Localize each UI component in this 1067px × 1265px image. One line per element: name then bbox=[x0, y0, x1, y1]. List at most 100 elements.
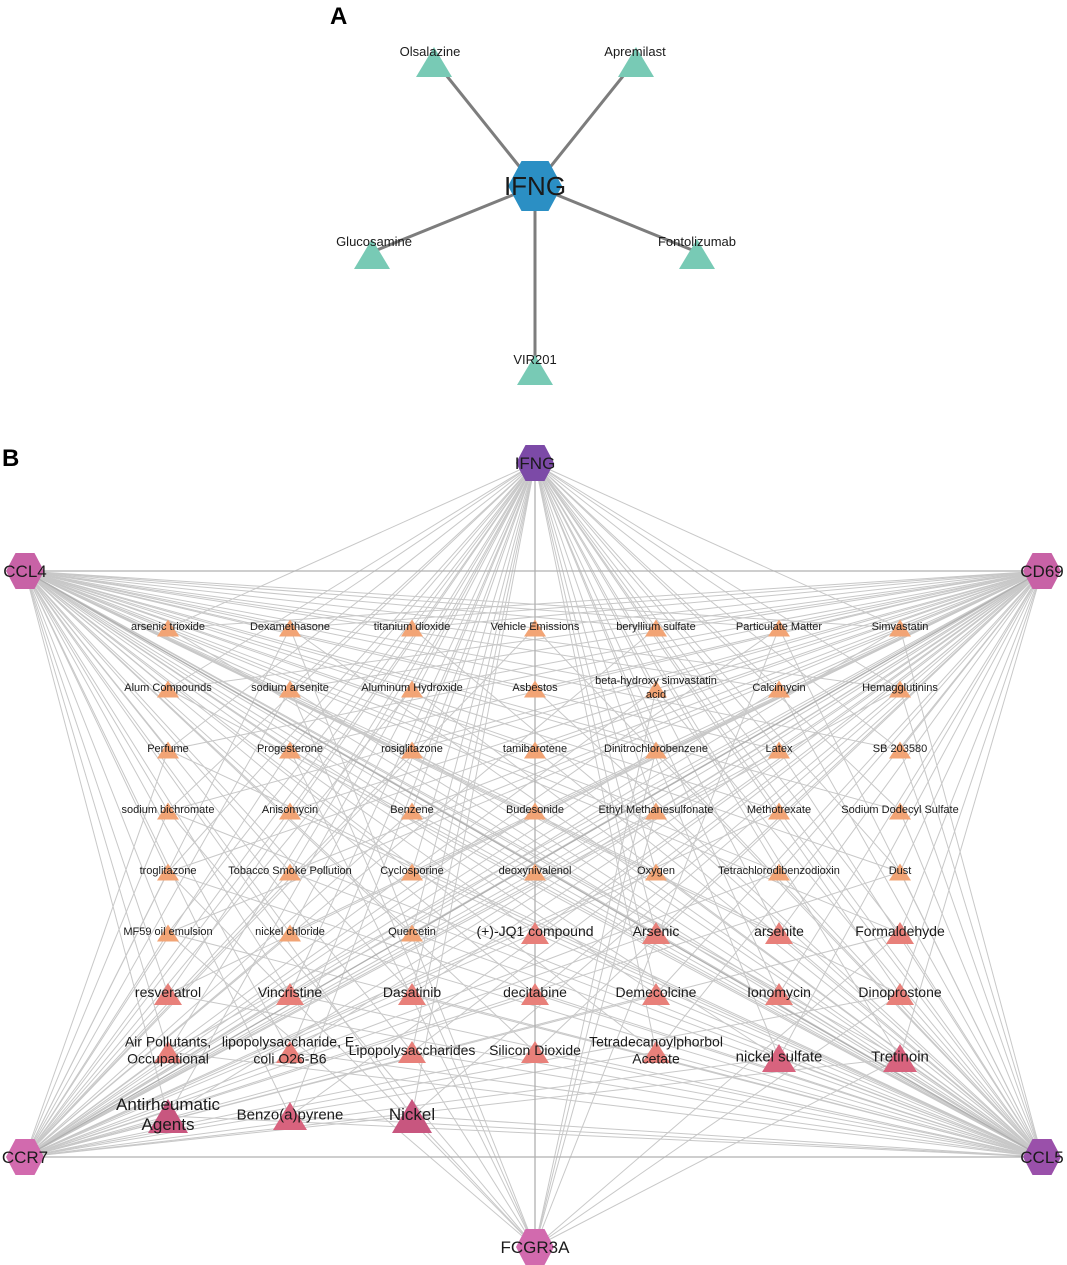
gene-compound-edge bbox=[289, 932, 1043, 1158]
compound-label: deoxynivalenol bbox=[499, 865, 572, 877]
gene-compound-edge bbox=[411, 462, 536, 690]
compound-node-triangle bbox=[645, 741, 667, 759]
gene-compound-edge bbox=[655, 570, 1043, 873]
drug-node-triangle bbox=[416, 47, 452, 77]
gene-compound-edge bbox=[24, 570, 536, 995]
gene-compound-edge bbox=[24, 932, 657, 1158]
gene-compound-edge bbox=[534, 462, 780, 873]
gene-compound-edge bbox=[534, 1051, 1043, 1158]
gene-compound-edge bbox=[24, 1051, 413, 1158]
gene-compound-edge bbox=[411, 570, 1043, 995]
gene-compound-edge bbox=[24, 570, 901, 995]
compound-label: arsenite bbox=[754, 923, 804, 939]
gene-compound-edge bbox=[167, 462, 536, 1053]
gene-compound-edge bbox=[167, 462, 536, 629]
gene-compound-edge bbox=[289, 462, 536, 1117]
gene-compound-edge bbox=[24, 570, 413, 1117]
compound-label: lipopolysaccharide, E.coli O26-B6 bbox=[222, 1033, 358, 1066]
gene-compound-edge bbox=[24, 688, 657, 1158]
gene-compound-edge bbox=[411, 570, 1043, 1117]
gene-label: IFNG bbox=[515, 454, 556, 473]
gene-compound-edge bbox=[24, 570, 657, 812]
gene-compound-edge bbox=[24, 570, 901, 751]
gene-compound-edge bbox=[24, 570, 413, 812]
compound-label: MF59 oil emulsion bbox=[123, 926, 212, 938]
compound-label: Formaldehyde bbox=[855, 923, 945, 939]
gene-compound-edge bbox=[24, 1057, 780, 1158]
compound-node-triangle bbox=[886, 922, 914, 944]
gene-compound-edge bbox=[289, 462, 536, 629]
compound-label: Dinoprostone bbox=[858, 984, 941, 1000]
gene-compound-edge bbox=[167, 871, 1043, 1158]
gene-compound-edge bbox=[534, 462, 901, 629]
gene-compound-edge bbox=[289, 570, 1043, 812]
gene-compound-edge bbox=[167, 1051, 1043, 1158]
gene-compound-edge bbox=[899, 749, 1043, 1158]
gene-compound-edge bbox=[534, 570, 1043, 1053]
gene-compound-edge bbox=[24, 570, 657, 629]
gene-label: FCGR3A bbox=[501, 1238, 571, 1257]
gene-compound-edge bbox=[778, 688, 1043, 1158]
compound-node-triangle bbox=[521, 1041, 549, 1063]
compound-node-triangle bbox=[154, 1041, 182, 1063]
gene-compound-edge bbox=[534, 462, 657, 1053]
gene-compound-edge bbox=[24, 688, 291, 1158]
gene-compound-edge bbox=[899, 688, 1043, 1158]
compound-label: SB 203580 bbox=[873, 743, 927, 755]
compound-label: Budesonide bbox=[506, 804, 564, 816]
compound-node-triangle bbox=[524, 680, 546, 698]
gene-compound-edge bbox=[167, 1115, 1043, 1158]
compound-node-triangle bbox=[401, 802, 423, 820]
compound-label: Nickel bbox=[389, 1105, 435, 1124]
gene-compound-edge bbox=[778, 932, 1043, 1158]
gene-compound-edge bbox=[24, 570, 901, 873]
compound-label: rosiglitazone bbox=[381, 743, 443, 755]
compound-label: Demecolcine bbox=[616, 984, 697, 1000]
compound-node-triangle bbox=[157, 863, 179, 881]
compound-label: sodium arsenite bbox=[251, 682, 329, 694]
compound-label: Dexamethasone bbox=[250, 621, 330, 633]
drug-node-triangle bbox=[517, 355, 553, 385]
gene-compound-edge bbox=[778, 570, 1043, 1059]
gene-compound-edge bbox=[24, 570, 536, 934]
panel-b-letter: B bbox=[2, 445, 19, 472]
gene-compound-edge bbox=[24, 570, 901, 812]
compound-node-triangle bbox=[765, 983, 793, 1005]
compound-label: Ionomycin bbox=[747, 984, 811, 1000]
gene-compound-edge bbox=[167, 462, 536, 751]
gene-compound-edge bbox=[24, 570, 901, 690]
gene-compound-edge bbox=[24, 1057, 901, 1158]
gene-compound-edge bbox=[778, 871, 1043, 1158]
gene-compound-edge bbox=[24, 871, 169, 1158]
compound-label: sodium bichromate bbox=[122, 804, 215, 816]
compound-label: Oxygen bbox=[637, 865, 675, 877]
gene-compound-edge bbox=[411, 1051, 536, 1248]
gene-node-hexagon bbox=[6, 1139, 44, 1175]
gene-compound-edge bbox=[778, 570, 1043, 690]
gene-compound-edge bbox=[24, 810, 169, 1158]
gene-compound-edge bbox=[24, 871, 780, 1158]
gene-compound-edge bbox=[289, 462, 536, 751]
gene-compound-edge bbox=[24, 810, 291, 1158]
gene-compound-edge bbox=[534, 810, 1043, 1158]
gene-compound-edge bbox=[411, 462, 536, 751]
gene-compound-edge bbox=[289, 688, 536, 1248]
gene-compound-edge bbox=[167, 570, 1043, 1117]
gene-compound-edge bbox=[24, 993, 536, 1158]
compound-node-triangle bbox=[889, 802, 911, 820]
compound-node-triangle bbox=[521, 983, 549, 1005]
compound-label: Methotrexate bbox=[747, 804, 811, 816]
compound-node-triangle bbox=[273, 1102, 307, 1130]
compound-label: Sodium Dodecyl Sulfate bbox=[841, 804, 958, 816]
compound-label: Dasatinib bbox=[383, 984, 442, 1000]
compound-node-triangle bbox=[279, 924, 301, 942]
compound-node-triangle bbox=[279, 863, 301, 881]
gene-compound-edge bbox=[24, 570, 780, 1059]
gene-compound-edge bbox=[411, 810, 1043, 1158]
compound-label: Dust bbox=[889, 865, 912, 877]
gene-compound-edge bbox=[534, 570, 1043, 629]
compound-label: Dinitrochlorobenzene bbox=[604, 743, 708, 755]
gene-compound-edge bbox=[289, 570, 1043, 690]
